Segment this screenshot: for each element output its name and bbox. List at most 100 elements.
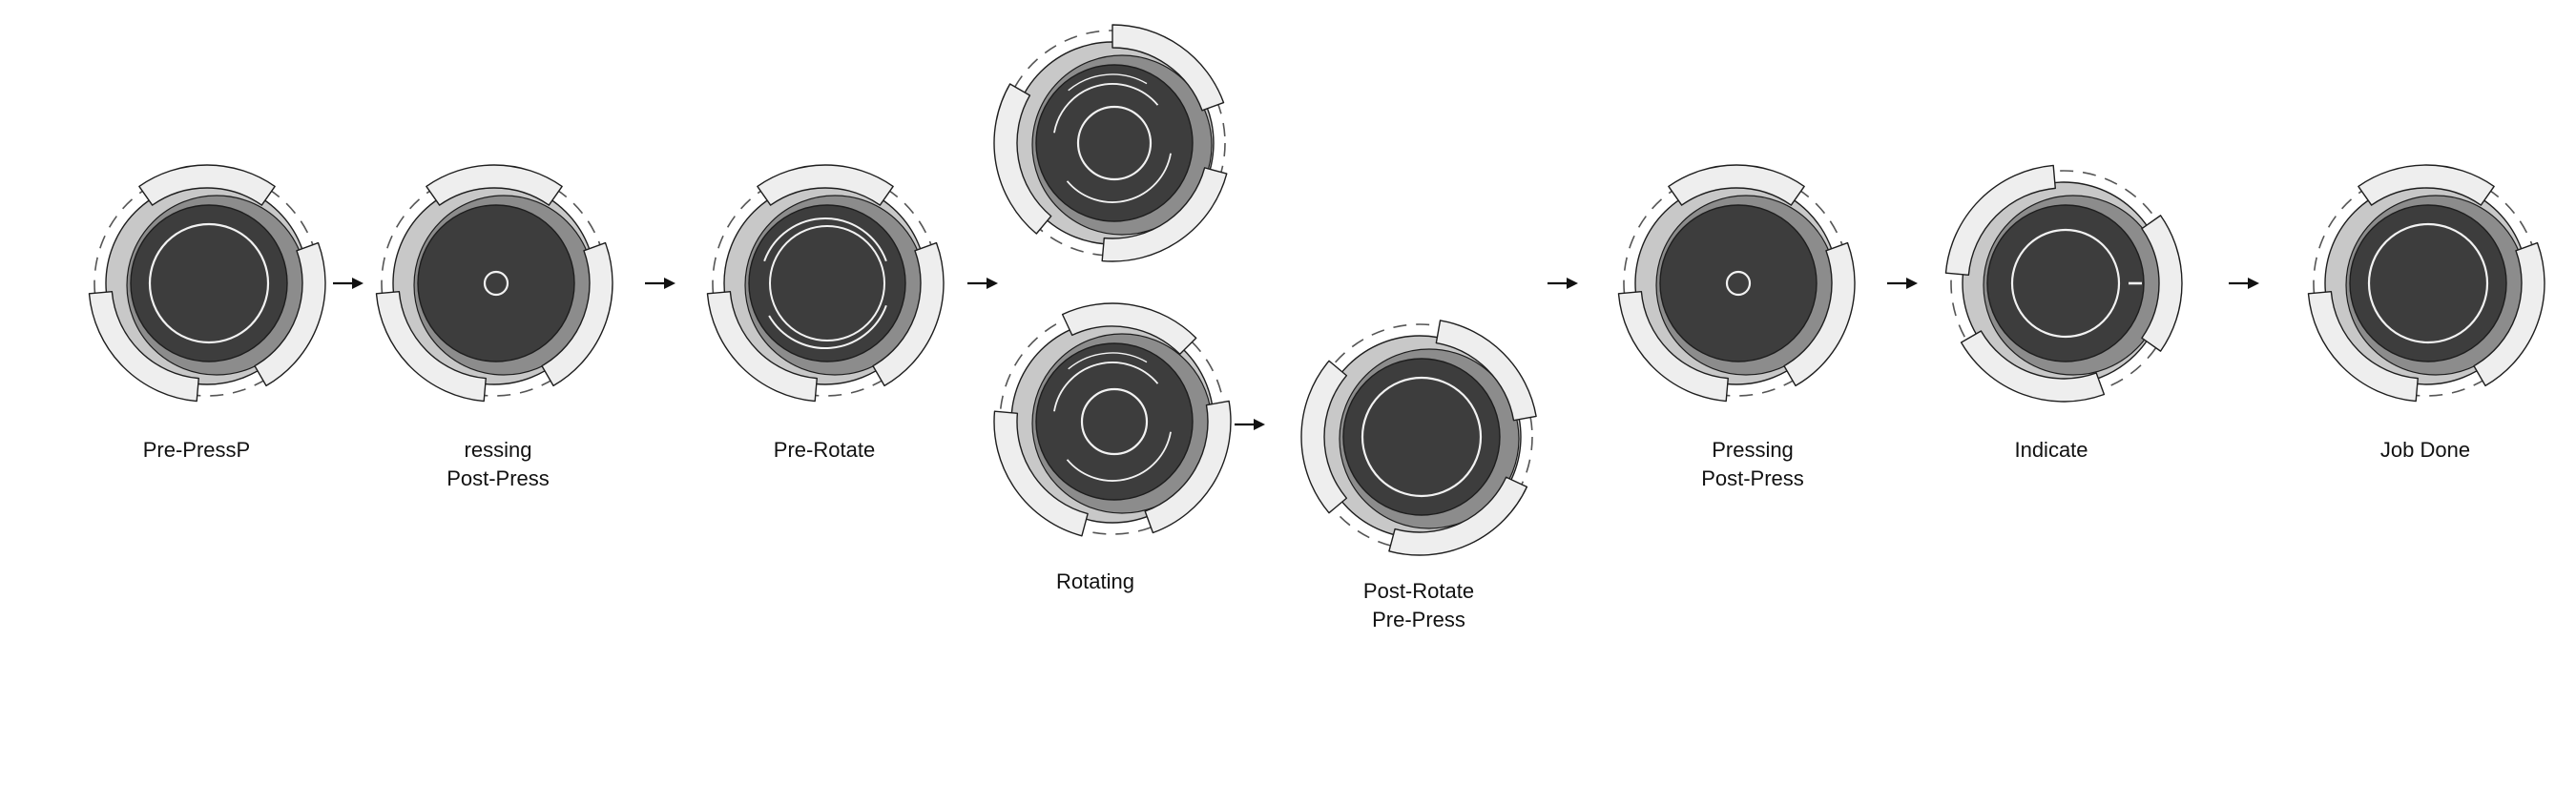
knob-pre-rotate — [706, 164, 945, 403]
indicator-double-ring — [763, 217, 887, 349]
arrow-head — [987, 278, 998, 289]
flap-3 — [993, 410, 1089, 537]
motion-arc-2 — [1066, 153, 1172, 203]
flap-group — [88, 164, 326, 403]
arrow-head — [1906, 278, 1918, 289]
dark-core — [748, 204, 906, 362]
flap-3 — [1944, 164, 2056, 276]
flap-2 — [872, 241, 945, 387]
flap-3 — [1300, 360, 1348, 514]
flap-3 — [88, 291, 199, 403]
flap-2 — [1783, 241, 1856, 387]
indicator-spiral — [1053, 73, 1172, 203]
indicator-ring-tick — [2010, 228, 2142, 339]
flap-2 — [541, 241, 613, 387]
indicator-ring — [148, 222, 270, 344]
dark-core — [1035, 64, 1194, 222]
flap-1 — [1111, 24, 1225, 112]
flap-2 — [2473, 241, 2545, 387]
arrow-indicate-to-job-done — [2229, 278, 2259, 289]
arrow-pre-rotate-to-rotating — [967, 278, 998, 289]
label-line: Pressing — [1712, 438, 1794, 462]
flap-group — [1617, 164, 1856, 403]
motion-arc-1 — [1053, 362, 1159, 412]
motion-arc-3 — [1068, 352, 1148, 370]
knob-job-done — [2307, 164, 2545, 403]
motion-arc-2 — [1066, 431, 1172, 482]
label-line: Pre-PressP — [142, 438, 251, 462]
flap-3 — [375, 291, 487, 403]
indicator-small-dot — [1725, 270, 1752, 297]
flap-2 — [1960, 330, 2106, 403]
indicator-dot — [1725, 270, 1752, 297]
dark-core — [1035, 342, 1194, 501]
knob-pressing-post-press-2 — [1617, 164, 1856, 403]
dark-core — [1659, 204, 1818, 362]
knob-rotating — [993, 302, 1232, 537]
flap-1 — [1435, 320, 1537, 422]
knob-pre-press — [88, 164, 326, 403]
label-line: Indicate — [2014, 438, 2088, 462]
indicator-ring-inner — [769, 225, 885, 341]
arrow-head — [1254, 419, 1265, 430]
flap-group — [706, 164, 945, 403]
flap-1 — [757, 164, 894, 206]
dark-core — [2349, 204, 2507, 362]
knob-rotating-top — [993, 24, 1228, 262]
indicator-ring — [1361, 376, 1483, 498]
arrow-pressing-post-press-2-to-indicate — [1887, 278, 1918, 289]
flap-group — [1944, 164, 2183, 403]
flap-group — [2307, 164, 2545, 403]
indicator-large-ring — [2367, 222, 2489, 344]
label-pre-press: Pre-PressP — [44, 436, 349, 465]
flap-group — [993, 302, 1232, 537]
flap-1 — [138, 164, 276, 206]
flap-1 — [2358, 164, 2495, 206]
dark-core — [130, 204, 288, 362]
label-line: Post-Press — [447, 466, 550, 490]
arrow-rotating-to-post-rotate-pre-press — [1235, 419, 1265, 430]
label-line: Rotating — [1056, 569, 1134, 593]
indicator-ring — [2367, 222, 2489, 344]
arrow-head — [1567, 278, 1578, 289]
knob-post-rotate-pre-press — [1300, 320, 1537, 556]
indicator-ring — [2010, 228, 2121, 339]
label-job-done: Job Done — [2273, 436, 2576, 465]
indicator-arc-outer — [763, 217, 887, 262]
indicator-center-ring — [1080, 387, 1149, 456]
label-line: ressing — [464, 438, 532, 462]
label-line: Pre-Press — [1372, 608, 1465, 631]
flap-3 — [706, 291, 818, 403]
dark-core — [417, 204, 575, 362]
label-line: Post-Press — [1701, 466, 1804, 490]
indicator-large-ring — [148, 222, 270, 344]
label-line: Job Done — [2379, 438, 2471, 462]
dark-core — [1342, 358, 1501, 516]
knob-indicate — [1944, 164, 2183, 403]
arrow-post-rotate-pre-press-to-pressing-post-press-2 — [1548, 278, 1578, 289]
arrows-layer — [333, 278, 2259, 430]
flap-3 — [993, 83, 1052, 235]
flap-1 — [2141, 215, 2183, 352]
indicator-center-ring — [1076, 105, 1153, 181]
flap-group — [375, 164, 613, 403]
indicator-dot — [483, 270, 509, 297]
motion-arc-1 — [1053, 83, 1159, 134]
knob-pressing-post-press — [375, 164, 613, 403]
flap-group — [993, 24, 1228, 262]
flap-group — [1300, 320, 1537, 556]
flap-2 — [1388, 476, 1528, 556]
flap-1 — [1061, 302, 1197, 355]
flap-3 — [1617, 291, 1729, 403]
flap-2 — [1101, 167, 1228, 262]
flap-1 — [426, 164, 563, 206]
indicator-small-dot — [483, 270, 509, 297]
motion-arc-3 — [1068, 73, 1148, 92]
flap-3 — [2307, 291, 2419, 403]
dark-core — [1986, 204, 2145, 362]
label-line: Pre-Rotate — [773, 438, 876, 462]
flap-2 — [1144, 400, 1232, 534]
indicator-large-ring — [1361, 376, 1483, 498]
